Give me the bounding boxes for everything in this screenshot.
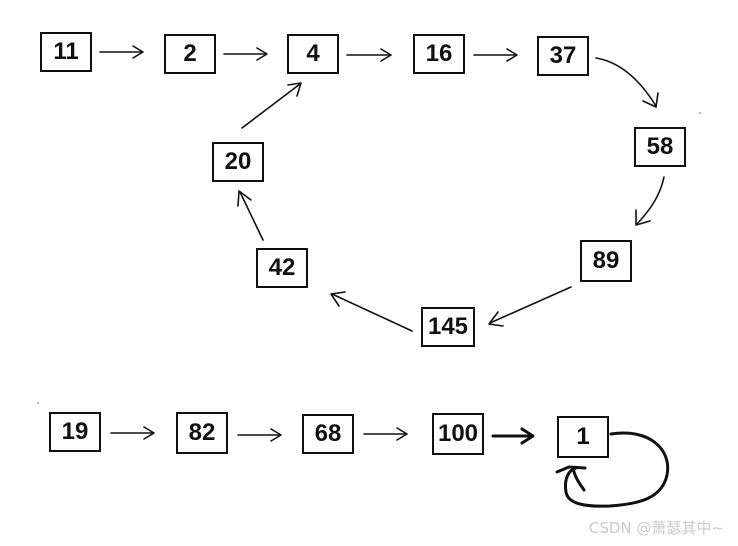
node-100: 100 <box>432 413 484 455</box>
node-89: 89 <box>580 240 632 282</box>
arrow-68-to-100 <box>363 427 408 441</box>
node-11: 11 <box>40 32 92 72</box>
arrow-1-self-loop <box>555 431 670 508</box>
arrow-58-to-89 <box>635 176 665 226</box>
node-68: 68 <box>302 414 354 454</box>
node-2: 2 <box>164 34 216 74</box>
arrow-37-to-58 <box>595 57 659 108</box>
node-145: 145 <box>421 307 475 347</box>
arrow-2-to-4 <box>223 47 268 61</box>
arrow-16-to-37 <box>473 48 518 62</box>
stray-dot <box>699 112 701 114</box>
arrow-4-to-16 <box>346 48 392 62</box>
stray-dot <box>37 402 39 404</box>
node-19: 19 <box>49 412 101 452</box>
arrow-145-to-42 <box>330 291 413 332</box>
node-58: 58 <box>634 127 686 167</box>
node-37: 37 <box>537 36 589 76</box>
node-1: 1 <box>557 416 609 458</box>
arrow-89-to-145 <box>488 286 572 327</box>
arrow-82-to-68 <box>237 428 282 442</box>
node-16: 16 <box>413 34 465 74</box>
node-42: 42 <box>256 248 308 288</box>
arrow-20-to-4 <box>241 82 302 129</box>
arrow-11-to-2 <box>99 45 144 59</box>
watermark: CSDN @萧瑟其中~ <box>588 519 724 537</box>
arrow-19-to-82 <box>110 426 155 440</box>
node-20: 20 <box>212 142 264 182</box>
arrow-100-to-1 <box>491 427 535 445</box>
arrow-42-to-20 <box>237 190 264 241</box>
node-82: 82 <box>176 412 228 454</box>
node-4: 4 <box>287 34 339 74</box>
